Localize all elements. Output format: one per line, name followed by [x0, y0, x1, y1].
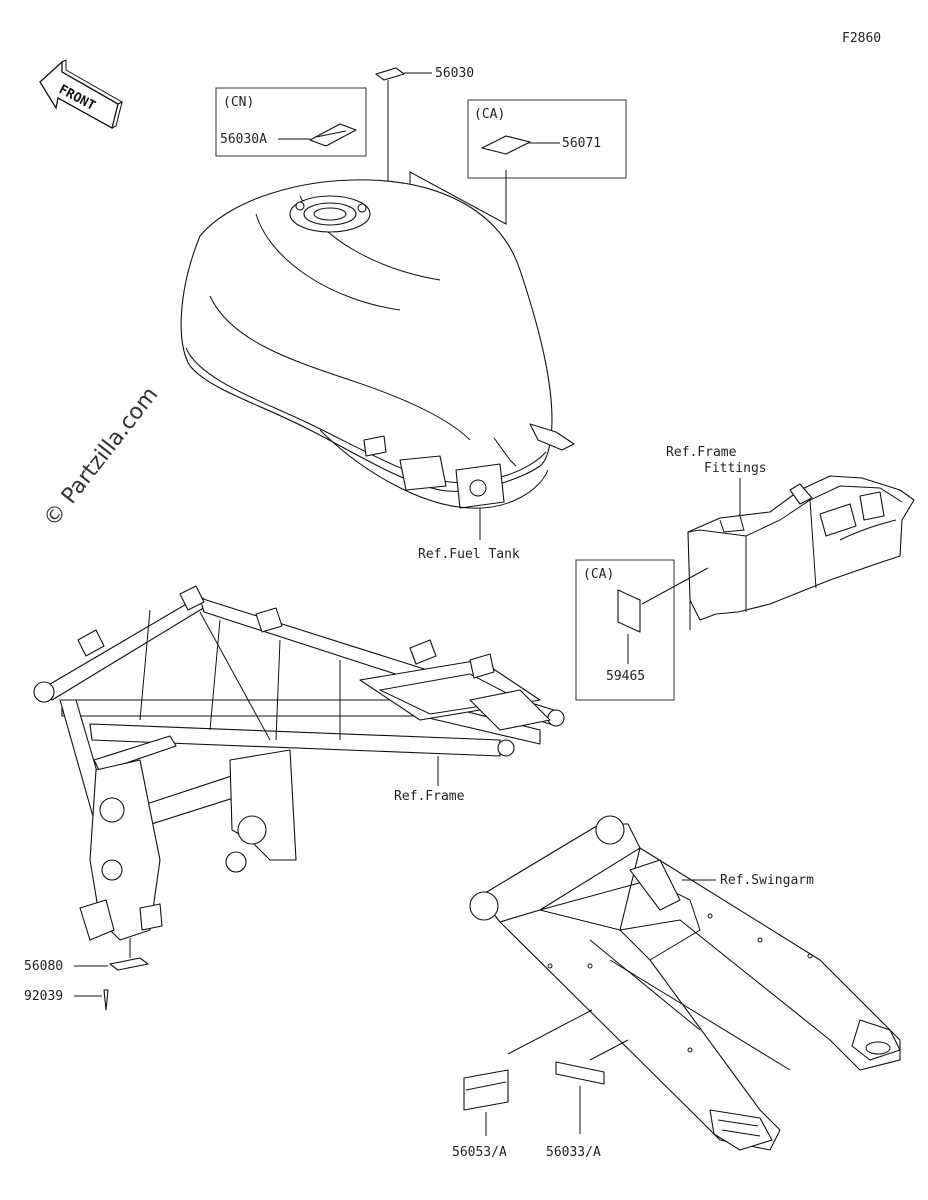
- label-56033A-part: [555, 1061, 605, 1085]
- ref-frame: Ref.Frame: [394, 789, 465, 804]
- diagram-id: F2860: [842, 31, 881, 46]
- label-56080-part: [109, 957, 149, 971]
- ca-top-label: (CA): [474, 107, 505, 122]
- part-56033A: 56033/A: [546, 1145, 601, 1160]
- part-59465: 59465: [606, 669, 645, 684]
- ref-frame-fittings-line2: Fittings: [704, 461, 767, 476]
- watermark: © Partzilla.com: [39, 383, 163, 532]
- ref-frame-fittings-line1: Ref.Frame: [666, 445, 737, 460]
- part-92039: 92039: [24, 989, 63, 1004]
- rivet-92039-part: [103, 989, 109, 1011]
- label-56030A-part: [309, 123, 357, 147]
- front-arrow-icon: FRONT: [39, 59, 124, 129]
- cn-label: (CN): [223, 95, 254, 110]
- part-56071: 56071: [562, 136, 601, 151]
- label-59465-part: [617, 589, 641, 633]
- label-56071-part: [481, 135, 531, 155]
- part-56030A: 56030A: [220, 132, 267, 147]
- cn-box: [215, 87, 367, 157]
- ref-fuel-tank: Ref.Fuel Tank: [418, 547, 520, 562]
- label-56030-part: [375, 67, 405, 81]
- part-56080: 56080: [24, 959, 63, 974]
- part-56053A: 56053/A: [452, 1145, 507, 1160]
- label-56053A-part: [463, 1069, 509, 1111]
- part-56030: 56030: [435, 66, 474, 81]
- frame-illustration: [33, 585, 565, 941]
- ref-swingarm: Ref.Swingarm: [720, 873, 814, 888]
- ca-mid-box: [575, 559, 675, 701]
- ca-mid-label: (CA): [583, 567, 614, 582]
- fuel-tank-illustration: [180, 179, 575, 509]
- frame-fittings-illustration: [687, 475, 915, 630]
- ca-top-box: [467, 99, 627, 179]
- swingarm-illustration: [469, 815, 901, 1151]
